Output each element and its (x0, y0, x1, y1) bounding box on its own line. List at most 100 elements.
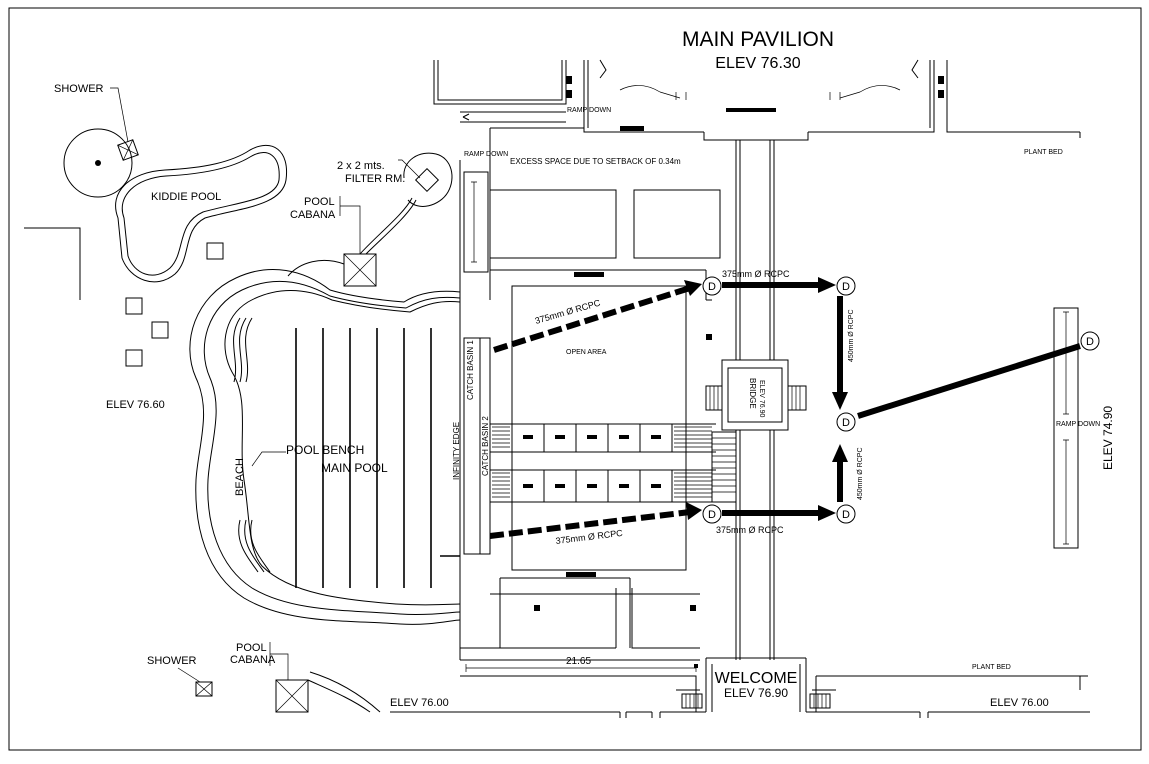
svg-text:D: D (708, 509, 716, 521)
svg-text:D: D (842, 281, 850, 293)
main-pool-outline-inner (224, 290, 461, 606)
svg-text:D: D (1086, 336, 1094, 348)
pool-cabana-bottom-label-2: CABANA (230, 654, 276, 666)
lane-lines (295, 328, 460, 588)
pool-bench-label: POOL BENCH (286, 443, 364, 457)
right-ramp (1053, 307, 1079, 549)
ramp-down-label-top: RAMP DOWN (567, 107, 611, 114)
pool-cabana-bottom-label-1: POOL (236, 642, 267, 654)
left-boundary (24, 227, 81, 300)
main-pool-label: MAIN POOL (321, 461, 388, 475)
pipe-375-diagonal-top (493, 285, 691, 353)
ramp-down-label-right: RAMP DOWN (1056, 421, 1100, 428)
svg-text:D: D (708, 281, 716, 293)
pipe-375-diagonal-bottom (489, 509, 691, 539)
filter-room-box (414, 167, 440, 193)
svg-text:D: D (842, 417, 850, 429)
excess-space-label: EXCESS SPACE DUE TO SETBACK OF 0.34m (510, 157, 681, 166)
pipe-arrowhead (818, 505, 836, 521)
drain-manhole: D (836, 276, 856, 296)
pipe-arrowhead (684, 280, 702, 296)
dimension-label: 21.65 (566, 656, 591, 667)
infinity-edge-label: INFINITY EDGE (452, 422, 461, 480)
main-pavilion-title: MAIN PAVILION (682, 28, 834, 51)
shower-top-drain-dot (95, 160, 101, 166)
pool-cabana-top-label-2: CABANA (290, 209, 336, 221)
filter-room-size-label: 2 x 2 mts. (337, 160, 385, 172)
beach-label: BEACH (234, 458, 246, 496)
pool-bench-leader (251, 451, 286, 467)
pipe-arrowhead (686, 502, 702, 520)
bottom-building-edge (390, 711, 1090, 718)
open-area-label: OPEN AREA (566, 349, 607, 356)
cabana-path (309, 671, 381, 713)
drain-manhole: D (1080, 331, 1100, 351)
main-pavilion-elev: ELEV 76.30 (715, 55, 801, 72)
infinity-edge-structure (459, 160, 491, 660)
catch-basin-2-label: CATCH BASIN 2 (481, 416, 490, 476)
pipe-375-label-b: 375mm Ø RCPC (555, 528, 624, 546)
bridge-label: BRIDGE (748, 378, 757, 409)
pipe-450-label-a: 450mm Ø RCPC (848, 309, 855, 362)
stepping-pads (490, 423, 716, 503)
shower-bottom-label: SHOWER (147, 655, 197, 667)
drain-manhole: D (836, 412, 856, 432)
planter-box (125, 349, 143, 367)
bridge-stairs (711, 431, 737, 503)
welcome-elev-label: ELEV 76.90 (724, 686, 788, 700)
pool-cabana-bottom-box (275, 679, 309, 713)
shower-top-circle (63, 128, 133, 198)
kiddie-pool-outline-inner (121, 152, 280, 276)
drain-manhole: D (702, 504, 722, 524)
courtyard-outline (460, 128, 721, 661)
filter-room-label: FILTER RM. (345, 173, 405, 185)
bridge-walkway (703, 132, 809, 660)
drain-manhole: D (702, 276, 722, 296)
shower-bottom-fixture (195, 681, 213, 697)
filter-room-enclosure (403, 152, 453, 207)
shower-bottom-leader (177, 667, 201, 683)
shower-top-label: SHOWER (54, 83, 104, 95)
drain-manhole: D (836, 504, 856, 524)
pipe-375-label-d: 375mm Ø RCPC (716, 525, 784, 535)
kiddie-pool-outline-outer (115, 144, 288, 283)
plant-bed-bottom-label: PLANT BED (972, 664, 1011, 671)
planter-box (151, 321, 169, 339)
pipe-arrowhead (832, 392, 848, 410)
elev-right-label: ELEV 74.90 (1101, 406, 1115, 470)
beach-scallop (233, 317, 253, 383)
pool-cabana-top-leader (339, 196, 361, 254)
shower-top-leader (110, 87, 129, 143)
pipe-outfall (857, 343, 1081, 419)
planter-box (206, 242, 224, 260)
main-pool-outline-outer (189, 268, 461, 625)
main-pool-outline-mid (203, 280, 461, 616)
beach-scallop (238, 519, 271, 573)
pipe-375-label-c: 375mm Ø RCPC (722, 269, 790, 279)
bridge-elev-label: ELEV 76.90 (758, 380, 765, 417)
planter-box (125, 297, 143, 315)
cabana-path (365, 199, 417, 255)
welcome-label: WELCOME (715, 670, 798, 687)
elev-bottom-left-label: ELEV 76.00 (390, 697, 449, 709)
svg-text:D: D (842, 509, 850, 521)
pipe-arrowhead (832, 444, 848, 462)
catch-basin-1-label: CATCH BASIN 1 (466, 340, 475, 400)
elev-left-label: ELEV 76.60 (106, 399, 165, 411)
drawing-border (8, 7, 1142, 751)
cabana-path (307, 679, 371, 713)
cabana-path (287, 259, 345, 277)
pavilion-outline: RAMP DOWN (433, 59, 1080, 133)
filter-room-leader (398, 159, 421, 179)
pipe-arrowhead (818, 277, 836, 293)
cabana-path (359, 197, 413, 255)
pool-cabana-top-box (343, 253, 377, 287)
kiddie-pool-label: KIDDIE POOL (151, 191, 221, 203)
welcome-entrance (460, 657, 1088, 712)
pool-cabana-bottom-leader (269, 642, 289, 680)
ramp-down-label-left: RAMP DOWN (464, 151, 508, 158)
pipe-450-label-b: 450mm Ø RCPC (857, 447, 864, 500)
elev-bottom-right-label: ELEV 76.00 (990, 697, 1049, 709)
pool-cabana-top-label-1: POOL (304, 196, 335, 208)
